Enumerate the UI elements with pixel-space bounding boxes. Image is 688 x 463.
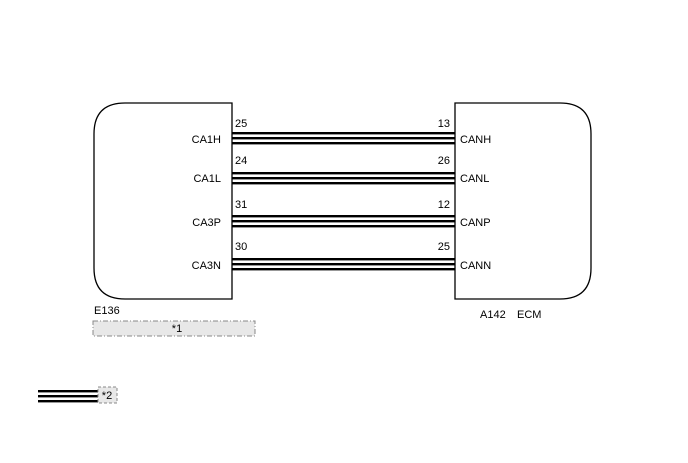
note-box <box>92 320 256 337</box>
left-pin-number: 30 <box>235 241 247 253</box>
right-connector-code: A142 <box>480 309 506 321</box>
right-pin-signal: CANH <box>460 134 491 146</box>
left-pin-signal: CA3N <box>192 260 221 272</box>
right-pin-signal: CANP <box>460 217 491 229</box>
legend-wire-symbol <box>38 390 98 403</box>
left-connector-code: E136 <box>94 305 120 317</box>
legend-label: *2 <box>102 390 112 402</box>
left-pin-number: 24 <box>235 155 247 167</box>
right-pin-number: 25 <box>438 241 450 253</box>
legend-label-box <box>97 386 118 404</box>
wire-ca1l-canl <box>232 172 455 185</box>
right-connector-box <box>454 102 592 300</box>
wire-ca3p-canp <box>232 215 455 228</box>
note-label: *1 <box>172 323 182 335</box>
left-pin-signal: CA1H <box>192 134 221 146</box>
right-pin-signal: CANL <box>460 173 489 185</box>
wire-ca1h-canh <box>232 132 455 145</box>
left-pin-signal: CA3P <box>192 217 221 229</box>
left-pin-number: 31 <box>235 199 247 211</box>
right-pin-number: 26 <box>438 155 450 167</box>
left-pin-number: 25 <box>235 118 247 130</box>
left-pin-signal: CA1L <box>193 173 221 185</box>
right-connector-name: ECM <box>517 309 541 321</box>
right-pin-number: 12 <box>438 199 450 211</box>
right-pin-number: 13 <box>438 118 450 130</box>
left-connector-box <box>93 102 233 300</box>
wire-ca3n-cann <box>232 258 455 271</box>
right-pin-signal: CANN <box>460 260 491 272</box>
